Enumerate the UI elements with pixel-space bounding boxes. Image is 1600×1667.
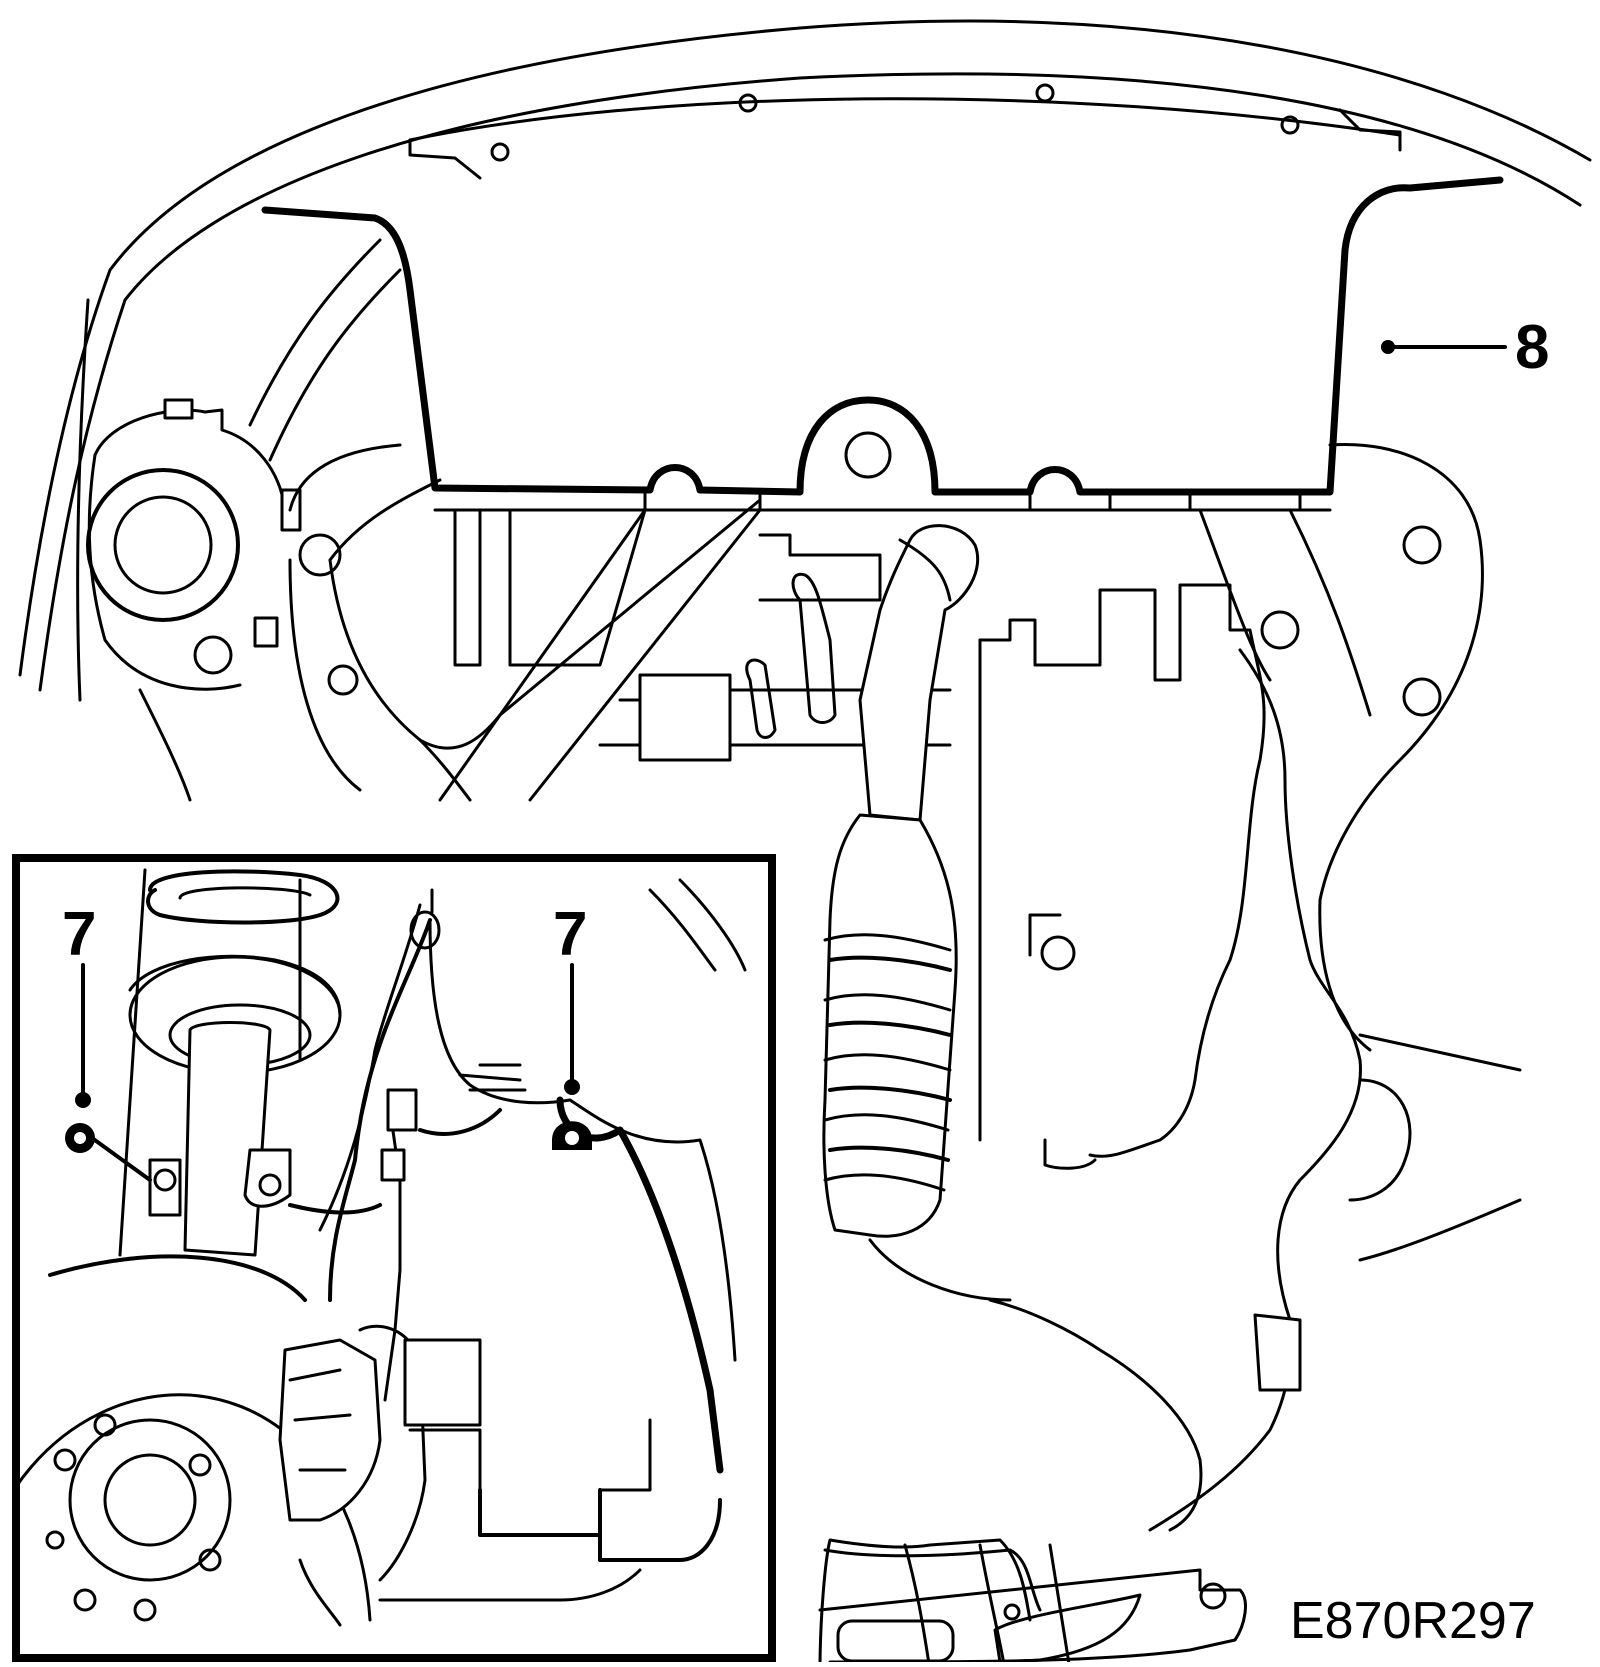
- engine-mount-block: [638, 673, 732, 762]
- callout-7-left: 7: [62, 900, 96, 1153]
- body-inner-contour: [38, 72, 1582, 692]
- rail-hole: [490, 142, 510, 162]
- liner-vents: [458, 1063, 527, 1092]
- liner-outline: [428, 918, 737, 1362]
- left-lower-arm: [288, 558, 472, 802]
- lug-hole: [93, 1413, 117, 1437]
- liner-box: [478, 1488, 722, 1562]
- shield-ribs: [643, 490, 1302, 512]
- mid-frame: [868, 1238, 1203, 1532]
- caliper-detail: [288, 1368, 352, 1472]
- rail-bracket-right: [1338, 108, 1402, 152]
- bracket-hole: [327, 664, 359, 696]
- lug-hole: [188, 1453, 212, 1477]
- strut-bracket-bolt: [153, 1168, 177, 1192]
- fastener-clip-right-hole: [565, 1131, 579, 1145]
- hub-inner: [103, 1453, 197, 1547]
- callout-8: 8: [1381, 313, 1549, 382]
- subframe-hole: [1260, 610, 1300, 650]
- strut-clamp: [243, 1148, 292, 1208]
- subframe-diagonal: [438, 508, 762, 802]
- callout-7-right: 7: [552, 900, 592, 1150]
- left-cross-bracket: [288, 443, 762, 750]
- right-bushing: [1253, 1313, 1302, 1392]
- brake-caliper: [278, 1338, 382, 1522]
- body-outer-contour: [18, 19, 1592, 677]
- engine-mount-bars: [598, 688, 952, 747]
- liner-lower: [378, 1568, 642, 1602]
- inset-detail: 7 7: [12, 854, 776, 1662]
- right-ground-lines: [1358, 1033, 1522, 1262]
- brake-hose-2: [318, 903, 422, 1232]
- lug-hole: [53, 1448, 77, 1472]
- hub-outer: [68, 1418, 232, 1582]
- subframe-hole: [1402, 677, 1442, 717]
- callout-label-7-right: 7: [553, 900, 587, 969]
- lug-hole: [133, 1598, 157, 1622]
- lug-hole: [45, 1530, 65, 1550]
- engine-link: [791, 572, 837, 724]
- hose-bracket-top: [409, 910, 441, 950]
- exhaust-system: [822, 524, 980, 1238]
- callout-dot: [564, 1079, 580, 1095]
- hose-clip: [380, 1148, 406, 1182]
- right-subframe-arm: [1198, 442, 1484, 1052]
- subframe-left: [453, 508, 647, 667]
- housing-mark-circle: [1040, 935, 1076, 971]
- left-fender-lines: [138, 238, 402, 802]
- subframe-block: [758, 533, 882, 602]
- housing-lower-edge: [1043, 1138, 1097, 1170]
- figure-code: E870R297: [1290, 1592, 1536, 1650]
- engine-splash-shield: [261, 176, 1504, 496]
- liner-box-flange: [408, 1418, 652, 1492]
- lug-hole: [73, 1588, 97, 1612]
- engine-link-small: [745, 658, 777, 739]
- coil-spring: [146, 869, 340, 925]
- main-view: [18, 19, 1592, 1667]
- brake-disc-arc: [48, 1254, 307, 1302]
- body-lower-flange: [76, 298, 90, 702]
- lower-bracket-left: [823, 1548, 1042, 1612]
- liner-to-strut-link: [90, 1136, 152, 1182]
- fastener-nut-left-hole: [74, 1132, 86, 1144]
- lower-structure: [818, 1538, 1072, 1667]
- callout-label-7-left: 7: [62, 900, 96, 969]
- liner-top-edge: [648, 878, 747, 972]
- right-ball-joint: [1348, 1078, 1412, 1202]
- steering-knuckle: [298, 1324, 427, 1627]
- left-strut-mount: [86, 398, 302, 691]
- strut-bolt: [258, 1173, 282, 1197]
- transmission-housing: [978, 583, 1266, 1158]
- bracket-hole: [298, 533, 342, 577]
- upper-rail: [408, 97, 1402, 142]
- subframe-hole: [1402, 525, 1442, 565]
- lug-hole: [198, 1548, 222, 1572]
- strut-shadow: [118, 868, 147, 1257]
- strut-bracket: [148, 1158, 182, 1217]
- rail-hole: [1035, 83, 1055, 103]
- strut-body: [183, 1021, 272, 1257]
- hose-clip: [386, 1088, 418, 1132]
- wiring-loop: [288, 1108, 502, 1215]
- callout-dot: [75, 1092, 91, 1108]
- spring-seat-rim: [128, 954, 342, 1017]
- housing-mark: [1028, 913, 1062, 957]
- lower-arm-slot-right: [993, 1593, 1142, 1664]
- rail-hole: [738, 93, 758, 113]
- right-subframe-mount: [1148, 648, 1362, 1532]
- lower-arm-hole: [1003, 1603, 1021, 1621]
- lower-arm-hole: [1199, 1582, 1227, 1610]
- lower-arm-slot: [836, 1619, 955, 1663]
- callout-label-8: 8: [1515, 313, 1549, 382]
- rail-hole: [1280, 115, 1300, 135]
- rail-bracket-left: [408, 138, 482, 180]
- inset-frame: [12, 854, 776, 1662]
- shield-center-hole: [844, 431, 892, 479]
- liner-fastener-box: [403, 1338, 482, 1427]
